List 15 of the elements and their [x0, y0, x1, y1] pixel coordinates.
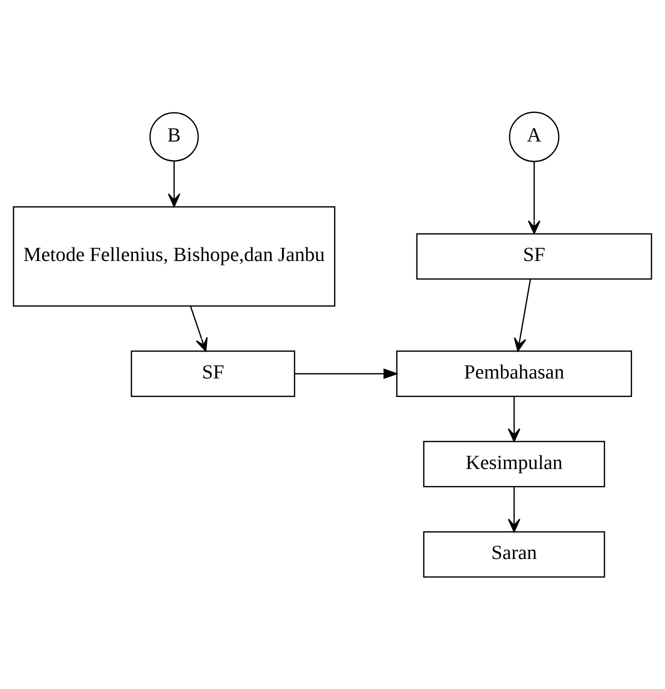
node-box: SF [130, 350, 296, 397]
arrow [514, 279, 532, 352]
node-box: Pembahasan [396, 350, 632, 397]
node-box: Kesimpulan [423, 440, 606, 488]
arrow [508, 396, 520, 442]
arrow [508, 487, 520, 532]
node-circle: B [149, 112, 199, 162]
arrow [190, 306, 208, 352]
arrow [168, 161, 180, 208]
node-circle: A [508, 112, 560, 162]
arrow [294, 368, 399, 379]
node-box: Saran [423, 531, 606, 578]
node-box: SF [416, 233, 652, 280]
node-box: Metode Fellenius, Bishope,dan Janbu [12, 206, 336, 307]
arrow [528, 162, 540, 234]
